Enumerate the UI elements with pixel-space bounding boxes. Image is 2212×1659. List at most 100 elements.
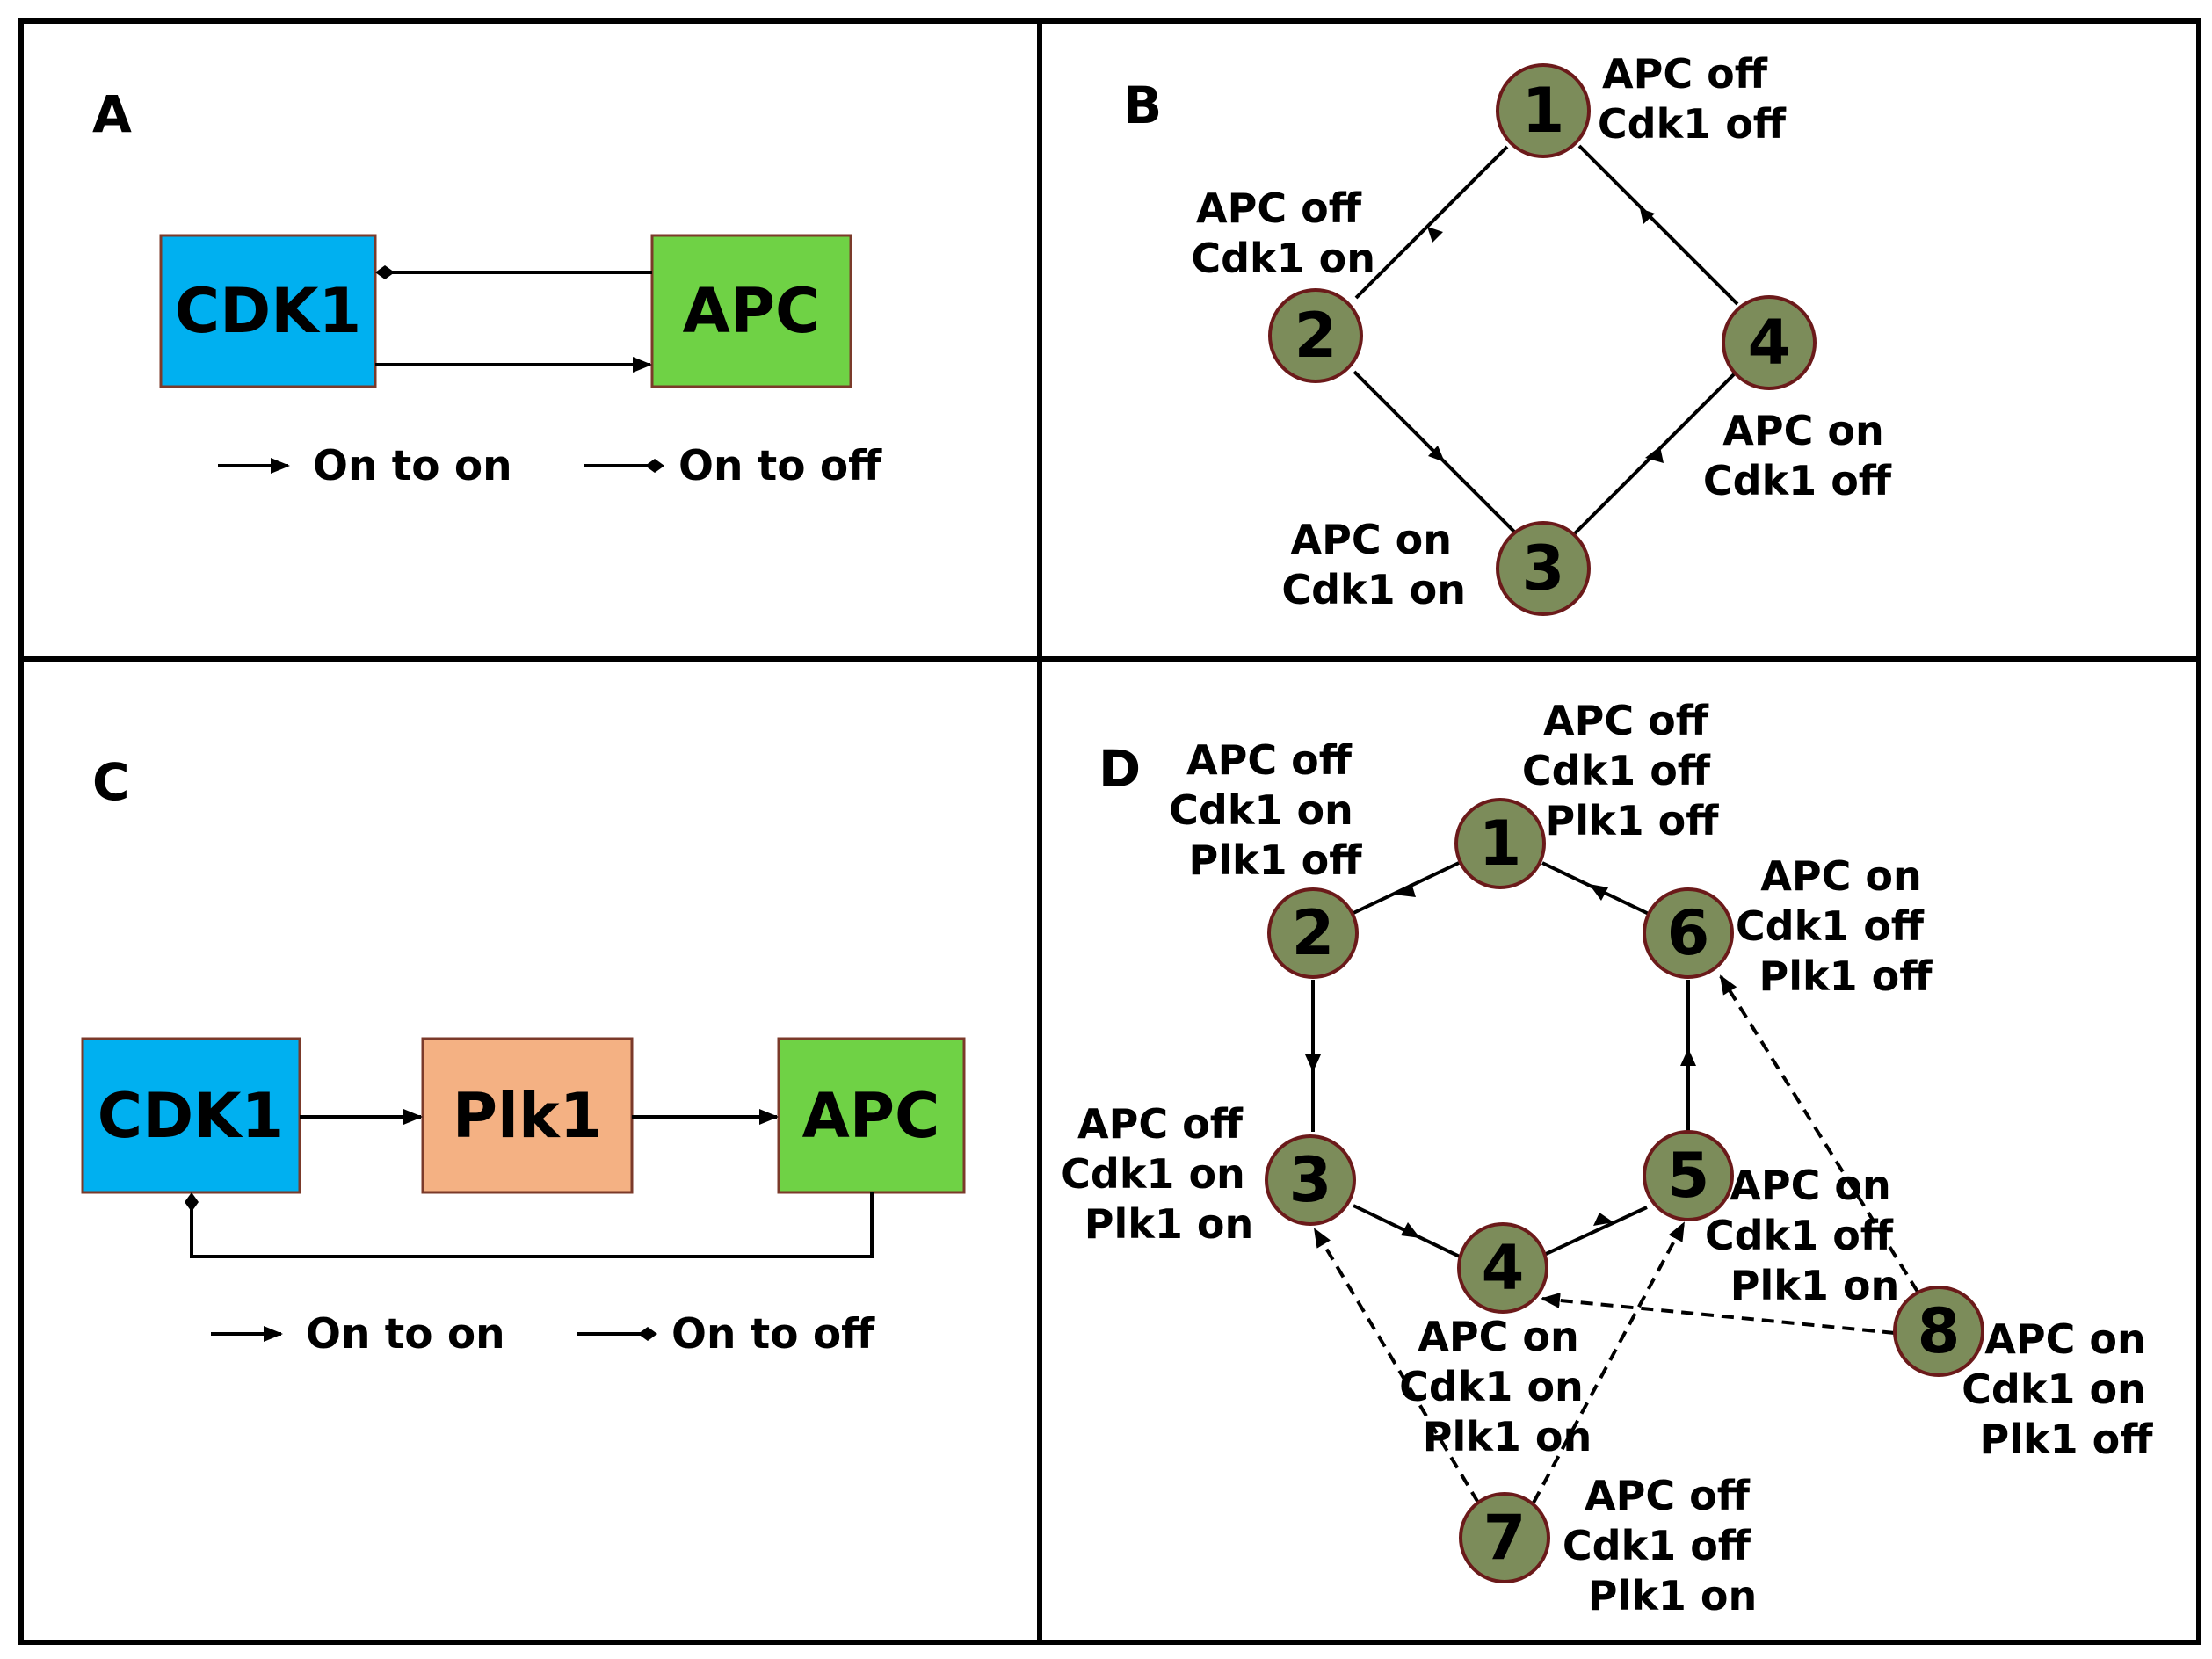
apc-box-label: APC: [802, 1080, 940, 1152]
state-line-cdk1: Cdk1 on: [1191, 235, 1375, 282]
state-description: APC on Cdk1 off Plk1 on: [1705, 1162, 1907, 1309]
state-description: APC on Cdk1 on Plk1 off: [1962, 1315, 2160, 1463]
cdk1-box-label: CDK1: [175, 275, 361, 347]
panel-b-edges: [1353, 144, 1739, 537]
state-node-circle: [1268, 288, 1363, 383]
state-description: APC off Cdk1 on Plk1 on: [1061, 1100, 1259, 1248]
panel-b-label: B: [1123, 76, 1162, 135]
state-node-circle: [1496, 521, 1591, 616]
panel-b-arrowheads: [1427, 208, 1664, 463]
state-node-circle: [1722, 295, 1817, 390]
edge-4-to-5: [1543, 1206, 1648, 1257]
state-line-cdk1: Cdk1 on: [1399, 1363, 1584, 1410]
panel-d-node-7: 7 APC off Cdk1 off Plk1 on: [1459, 1472, 1765, 1619]
state-line-plk1: Plk1 off: [1546, 797, 1720, 844]
edge-4-to-1: [1577, 144, 1739, 306]
edge-7-to-3: [1313, 1228, 1480, 1504]
state-node-circle: [1459, 1492, 1550, 1583]
state-line-plk1: Plk1 off: [1759, 953, 1933, 1000]
cdk1-box: [159, 234, 377, 388]
state-node-number: 7: [1483, 1502, 1527, 1574]
edge-1-to-2: [1354, 145, 1509, 300]
state-line-cdk1: Cdk1 on: [1962, 1366, 2146, 1413]
panel-c-label: C: [92, 752, 130, 812]
cdk1-box: [81, 1037, 301, 1194]
arrowhead-6-to-1: [1589, 884, 1608, 901]
state-line-apc: APC on: [1730, 1162, 1890, 1209]
state-description: APC off Cdk1 off: [1598, 50, 1787, 148]
state-description: APC on Cdk1 on Plk1 on: [1399, 1313, 1598, 1460]
panel-b-node-4: 4 APC on Cdk1 off: [1703, 295, 1892, 504]
state-node-number: 3: [1522, 532, 1565, 605]
state-description: APC off Cdk1 off Plk1 off: [1522, 697, 1724, 844]
state-line-plk1: Plk1 on: [1588, 1572, 1757, 1619]
apc-box-label: APC: [683, 275, 821, 347]
legend-activating-label: On to on: [306, 1310, 505, 1358]
state-line-apc: APC on: [1418, 1313, 1578, 1360]
state-line-cdk1: Cdk1 on: [1281, 566, 1466, 613]
state-node-number: 3: [1289, 1144, 1332, 1216]
state-line-apc: APC on: [1760, 852, 1921, 900]
state-node-circle: [1643, 1130, 1734, 1221]
state-node-number: 1: [1479, 808, 1522, 880]
state-node-number: 4: [1748, 307, 1791, 379]
panel-d-node-5: 5 APC on Cdk1 off Plk1 on: [1643, 1130, 1907, 1309]
state-line-plk1: Plk1 on: [1423, 1413, 1592, 1460]
state-line-cdk1: Cdk1 off: [1736, 902, 1925, 950]
arrowhead-4-to-1: [1640, 208, 1655, 224]
arrowhead-2-to-3: [1428, 446, 1445, 462]
state-node-circle: [1643, 887, 1734, 979]
state-node-number: 1: [1522, 75, 1565, 147]
panel-a-legend: On to on On to off: [218, 442, 882, 490]
state-description: APC off Cdk1 on Plk1 off: [1169, 736, 1367, 884]
state-description: APC off Cdk1 off Plk1 on: [1563, 1472, 1765, 1619]
figure-border: [18, 18, 2201, 1645]
plk1-box-label: Plk1: [453, 1080, 603, 1152]
state-line-apc: APC on: [1291, 516, 1452, 563]
state-line-apc: APC on: [1722, 407, 1883, 454]
state-description: APC on Cdk1 on: [1281, 516, 1466, 613]
arrowhead-4-to-5: [1593, 1213, 1614, 1226]
state-line-plk1: Plk1 on: [1730, 1262, 1899, 1309]
state-node-number: 2: [1295, 300, 1338, 372]
arrowhead-2-to-3: [1305, 1054, 1321, 1072]
state-node-circle: [1267, 887, 1359, 979]
state-node-number: 6: [1667, 897, 1710, 969]
state-line-apc: APC on: [1984, 1315, 2145, 1363]
plk1-box: [421, 1037, 634, 1194]
cdk1-box-label: CDK1: [98, 1080, 284, 1152]
state-node-circle: [1265, 1134, 1356, 1226]
panel-d-node-3: 3 APC off Cdk1 on Plk1 on: [1061, 1100, 1356, 1248]
state-node-circle: [1893, 1286, 1984, 1377]
state-description: APC on Cdk1 off Plk1 off: [1736, 852, 1938, 1000]
state-line-apc: APC off: [1077, 1100, 1244, 1148]
panel-d-label: D: [1099, 739, 1141, 799]
state-description: APC off Cdk1 on: [1191, 185, 1375, 282]
arrowhead-3-to-4: [1645, 446, 1664, 463]
panel-d-node-4: 4 APC on Cdk1 on Plk1 on: [1399, 1222, 1598, 1460]
state-node-number: 8: [1918, 1295, 1961, 1367]
state-line-plk1: Plk1 off: [1189, 837, 1363, 884]
panel-b: B 1 APC off Cdk1 off 2 APC off: [1123, 50, 1892, 616]
arrowhead-5-to-6: [1680, 1048, 1696, 1066]
state-line-plk1: Plk1 off: [1980, 1416, 2154, 1463]
panel-c: C CDK1 Plk1 APC On to on On to off: [81, 752, 966, 1358]
panel-d-dashed-edges: [1313, 974, 1919, 1504]
apc-box: [650, 234, 852, 388]
state-line-cdk1: Cdk1 off: [1703, 457, 1892, 504]
state-line-cdk1: Cdk1 off: [1522, 747, 1711, 794]
state-node-circle: [1457, 1222, 1548, 1314]
legend-activating-label: On to on: [313, 442, 512, 490]
legend-inhibiting-label: On to off: [671, 1310, 875, 1358]
panel-d-solid-edges: [1311, 861, 1690, 1260]
state-node-number: 5: [1667, 1140, 1710, 1212]
state-node-circle: [1496, 63, 1591, 158]
panel-b-node-2: 2 APC off Cdk1 on: [1191, 185, 1375, 383]
edge-8-to-4: [1541, 1292, 1896, 1335]
state-line-apc: APC off: [1585, 1472, 1751, 1519]
panel-a: A CDK1 APC On to on On to off: [92, 84, 882, 490]
edge-8-to-6: [1719, 974, 1919, 1293]
edge-7-to-5: [1532, 1221, 1686, 1503]
panel-d-node-2: 2 APC off Cdk1 on Plk1 off: [1169, 736, 1367, 979]
